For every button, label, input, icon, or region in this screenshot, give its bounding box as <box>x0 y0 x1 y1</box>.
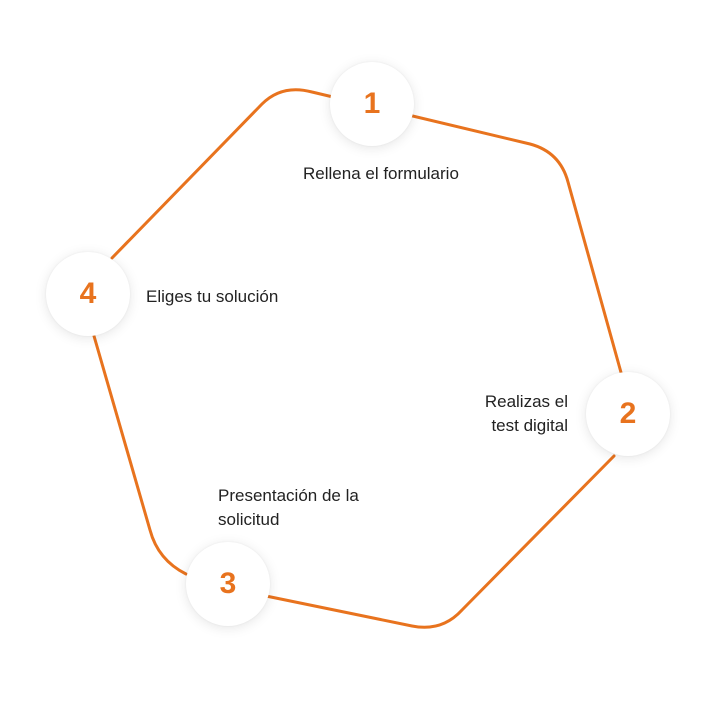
step-3-number: 3 <box>219 567 237 600</box>
step-4-circle: 4 <box>46 252 130 336</box>
cycle-path <box>92 88 624 629</box>
step-1-label: Rellena el formulario <box>303 164 459 183</box>
step-1-number: 1 <box>363 87 381 120</box>
step-4-label: Eliges tu solución <box>146 287 279 306</box>
step-4-number: 4 <box>79 277 97 310</box>
step-3-label: Presentación de la solicitud <box>218 486 359 529</box>
step-2-circle: 2 <box>586 372 670 456</box>
step-1-circle: 1 <box>330 62 414 146</box>
step-2-number: 2 <box>619 397 637 430</box>
step-2-label: Realizas el test digital <box>484 392 568 435</box>
step-3-circle: 3 <box>186 542 270 626</box>
